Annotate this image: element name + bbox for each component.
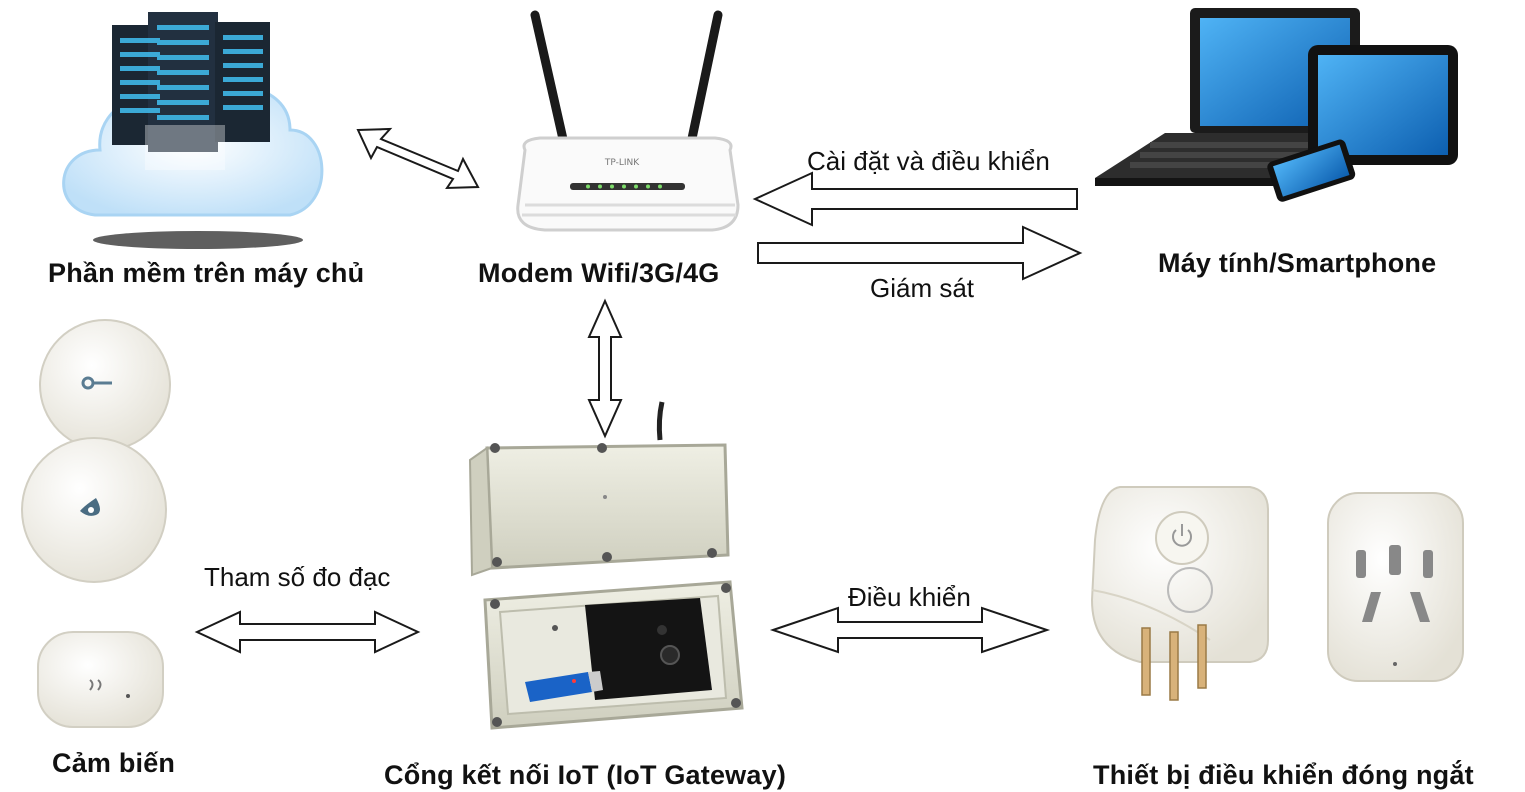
sensor-label: Cảm biến xyxy=(52,748,176,778)
gateway-box-icon xyxy=(468,401,744,730)
gateway-switch-arrow xyxy=(769,606,1051,654)
monitoring-arrow xyxy=(757,225,1083,281)
laptop-tablet-phone-icon xyxy=(1095,8,1458,202)
measured-params-label: Tham số đo đạc xyxy=(204,562,391,592)
server-label: Phần mềm trên máy chủ xyxy=(48,258,365,288)
router-icon xyxy=(516,10,740,232)
router-brand-text: TP-LINK xyxy=(604,158,640,168)
switch-label: Thiết bị điều khiển đóng ngắt xyxy=(1093,760,1474,790)
sensor-devices-icon xyxy=(21,319,171,728)
smart-plug-icon xyxy=(1090,486,1464,701)
sensor-gateway-arrow xyxy=(194,610,421,654)
control-label: Điều khiển xyxy=(848,582,971,612)
modem-gateway-arrow xyxy=(587,298,623,439)
monitoring-label: Giám sát xyxy=(870,273,975,303)
setup-control-label: Cài đặt và điều khiển xyxy=(807,146,1050,176)
server-cloud-icon xyxy=(62,12,324,249)
server-modem-arrow xyxy=(356,127,480,190)
modem-label: Modem Wifi/3G/4G xyxy=(478,258,720,288)
gateway-label: Cổng kết nối IoT (IoT Gateway) xyxy=(384,760,787,790)
setup-control-arrow xyxy=(752,171,1078,227)
computer-label: Máy tính/Smartphone xyxy=(1158,248,1437,278)
